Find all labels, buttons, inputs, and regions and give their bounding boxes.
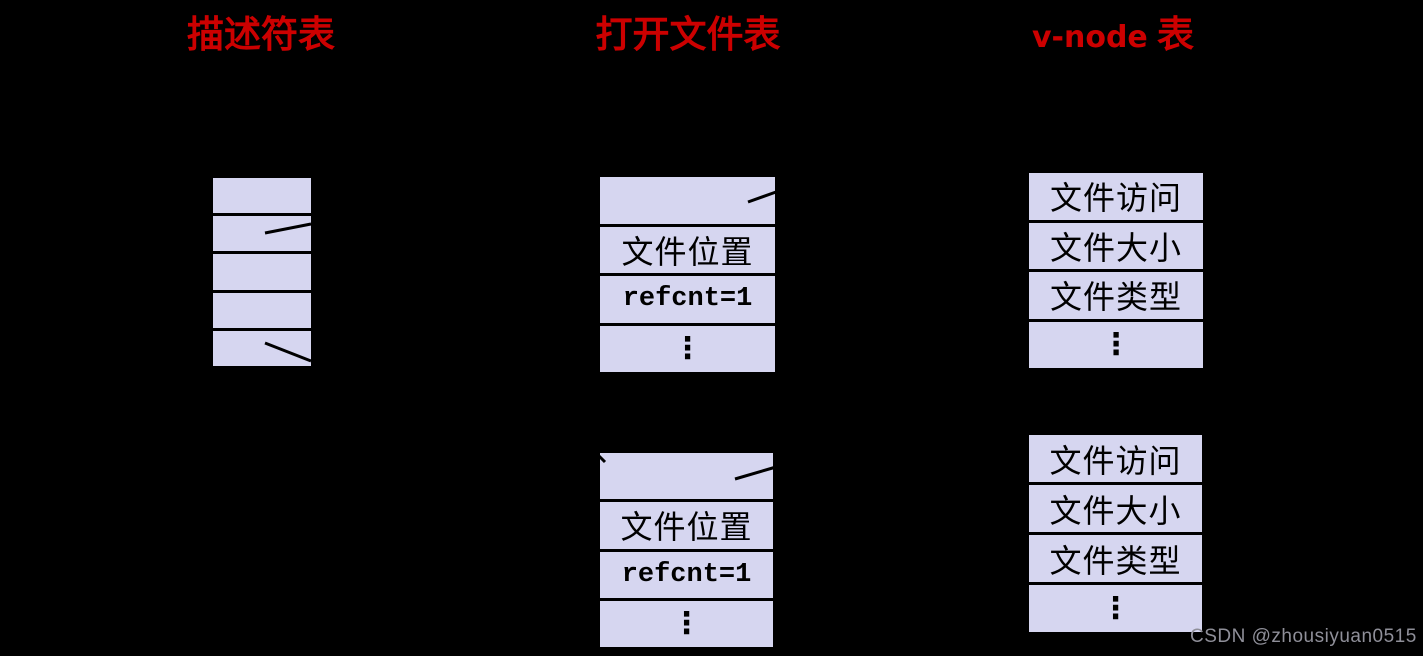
vnode-header-latin: v-node <box>1031 20 1148 55</box>
open-file-table-entry-2: 文件位置 refcnt=1 ⋮ <box>600 453 773 647</box>
openfile1-ellipsis-cell: ⋮ <box>600 325 775 372</box>
vnode2-file-type-cell: 文件类型 <box>1029 535 1202 582</box>
descriptor-slot-fd2 <box>213 254 311 290</box>
vnode2-ellipsis-cell: ⋮ <box>1029 585 1202 632</box>
vnode1-file-size-cell: 文件大小 <box>1029 222 1203 269</box>
open-file-table-entry-1: 文件位置 refcnt=1 ⋮ <box>600 177 775 372</box>
descriptor-table-header: 描述符表 <box>187 15 335 56</box>
descriptor-slot-fd4 <box>213 330 311 367</box>
vnode-header-cjk: 表 <box>1157 15 1195 56</box>
vnode1-file-access-cell: 文件访问 <box>1029 173 1203 220</box>
descriptor-table <box>213 178 311 367</box>
vnode1-file-type-cell: 文件类型 <box>1029 272 1203 319</box>
vnode-table-entry-2: 文件访问 文件大小 文件类型 ⋮ <box>1029 435 1202 632</box>
descriptor-slot-fd0 <box>213 178 311 214</box>
csdn-watermark: CSDN @zhousiyuan0515 <box>1190 626 1417 647</box>
vnode1-ellipsis-cell: ⋮ <box>1029 321 1203 368</box>
descriptor-slot-fd3 <box>213 292 311 328</box>
openfile2-pointer-cell <box>600 453 773 500</box>
openfile1-refcnt-cell: refcnt=1 <box>600 276 775 323</box>
vnode-table-header: v-node 表 <box>1002 15 1224 57</box>
openfile1-file-position-cell: 文件位置 <box>600 226 775 273</box>
openfile2-refcnt-cell: refcnt=1 <box>600 551 773 598</box>
descriptor-slot-fd1 <box>213 216 311 252</box>
vnode-table-entry-1: 文件访问 文件大小 文件类型 ⋮ <box>1029 173 1203 368</box>
openfile2-ellipsis-cell: ⋮ <box>600 600 773 647</box>
openfile1-pointer-cell <box>600 177 775 224</box>
openfile2-file-position-cell: 文件位置 <box>600 502 773 549</box>
vnode2-file-access-cell: 文件访问 <box>1029 435 1202 482</box>
vnode2-file-size-cell: 文件大小 <box>1029 485 1202 532</box>
open-file-table-header: 打开文件表 <box>595 15 781 56</box>
